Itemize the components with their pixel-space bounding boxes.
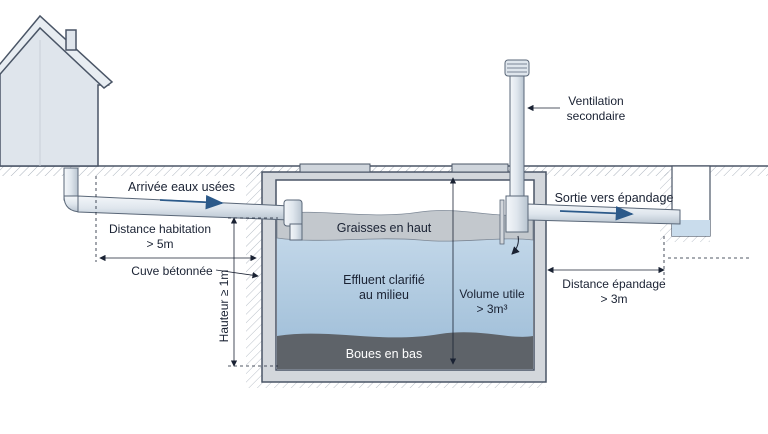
outlet-pipe [499, 195, 681, 255]
outlet-label: Sortie vers épandage [555, 191, 674, 205]
grease-label: Graisses en haut [337, 221, 432, 235]
tank-contents [276, 210, 534, 369]
inlet-label: Arrivée eaux usées [128, 180, 235, 194]
effluent-label-2: au milieu [359, 288, 409, 302]
ventilation-label-2: secondaire [567, 109, 626, 123]
ventilation-pipe [504, 59, 530, 207]
concrete-tank-label: Cuve bétonnée [131, 264, 213, 278]
effluent-label-1: Effluent clarifié [343, 273, 425, 287]
height-label: Hauteur ≥ 1m [217, 270, 231, 343]
house-distance-label-1: Distance habitation [109, 222, 211, 236]
spread-distance-label-1: Distance épandage [562, 277, 666, 291]
spread-distance-label-2: > 3m [600, 292, 627, 306]
ventilation-label-1: Ventilation [568, 94, 623, 108]
inlet-pipe [63, 167, 303, 241]
house [0, 14, 114, 167]
volume-label-1: Volume utile [459, 287, 525, 301]
sludge-label: Boues en bas [346, 347, 422, 361]
house-distance-label-2: > 5m [146, 237, 173, 251]
volume-label-2: > 3m³ [476, 302, 507, 316]
dimension-lines [95, 104, 665, 367]
access-lids [299, 163, 509, 173]
